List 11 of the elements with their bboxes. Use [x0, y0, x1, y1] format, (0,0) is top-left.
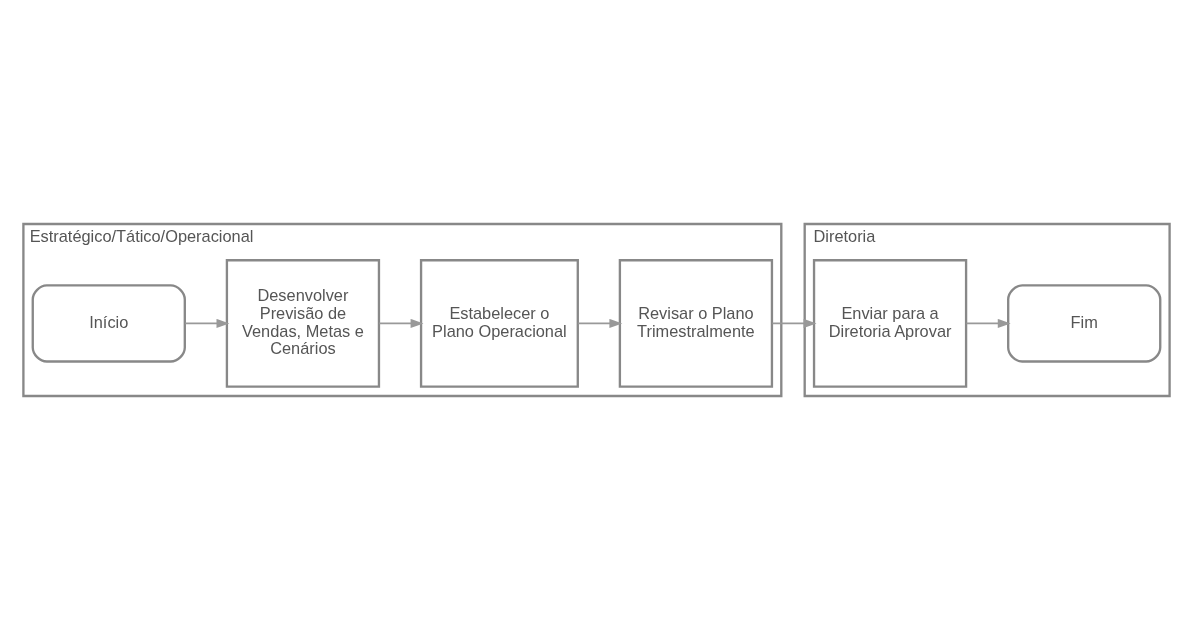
node-box: Desenvolver Previsão de Vendas, Metas e Cenários: [225, 259, 381, 388]
node-box: Início: [31, 284, 186, 363]
arrow: [965, 318, 1011, 328]
node-box: Estabelecer o Plano Operacional: [419, 259, 579, 388]
node-box: Enviar para a Diretoria Aprovar: [812, 259, 968, 388]
node-box: Revisar o Plano Trimestralmente: [618, 259, 774, 388]
arrow: [184, 318, 230, 328]
arrow: [378, 318, 424, 328]
arrow: [771, 318, 817, 328]
arrow: [577, 318, 623, 328]
node-box: Fim: [1007, 284, 1162, 363]
